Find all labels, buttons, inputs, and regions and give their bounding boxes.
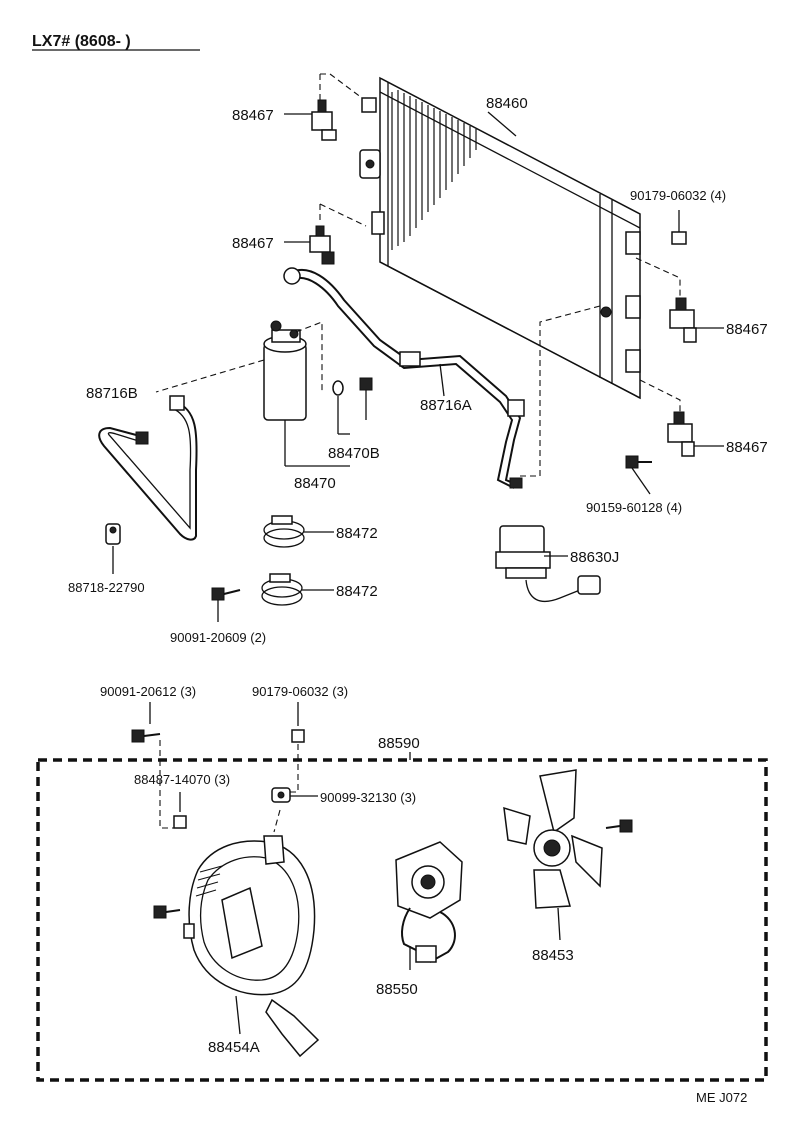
label-fan-assy: 88590: [378, 735, 420, 752]
leader-discharge-tube: [439, 363, 445, 397]
fan-blade-drawing: [503, 769, 633, 941]
label-receiver-plug: 88470B: [328, 445, 380, 462]
header-title: LX7# (8608- ): [32, 33, 131, 50]
label-shroud: 88454A: [208, 1039, 260, 1056]
label-clamp-upper: 88472: [336, 525, 378, 542]
discharge-tube-drawing: [283, 251, 601, 489]
label-discharge-tube: 88716A: [420, 397, 472, 414]
shroud-drawing: [153, 835, 320, 1058]
label-grommet: 90099-32130 (3): [320, 790, 416, 805]
label-nut-fan: 90179-06032 (3): [252, 684, 348, 699]
label-relay: 88630J: [570, 549, 619, 566]
receiver-drawing: [155, 320, 350, 467]
bolt-receiver-drawing: [211, 587, 241, 622]
bracket-d-drawing: [667, 411, 724, 457]
footer-code: ME J072: [696, 1090, 747, 1105]
clip-drawing: [105, 523, 121, 574]
label-bracket-a: 88467: [232, 107, 274, 124]
label-fan-motor: 88550: [376, 981, 418, 998]
condenser-core: [379, 76, 641, 400]
bolt-right-drawing: [625, 455, 652, 495]
bracket-b-drawing: [284, 203, 367, 253]
fan-assy-border: [36, 758, 768, 1082]
bolt-fan-a-drawing: [131, 702, 174, 829]
clamp-lower-drawing: [261, 573, 334, 606]
label-nut-top-right: 90179-06032 (4): [630, 188, 726, 203]
label-clip: 88718-22790: [68, 580, 145, 595]
label-bracket-b: 88467: [232, 235, 274, 252]
header-group: LX7# (8608- ): [32, 33, 200, 51]
receiver-plug-drawing: [332, 377, 373, 435]
relay-drawing: [495, 525, 601, 603]
label-bolt-fan-a: 90091-20612 (3): [100, 684, 196, 699]
bracket-a-drawing: [284, 73, 363, 141]
label-fan-blade: 88453: [532, 947, 574, 964]
label-bolt-receiver: 90091-20609 (2): [170, 630, 266, 645]
clamp-upper-drawing: [263, 515, 334, 548]
label-clamp-lower: 88472: [336, 583, 378, 600]
label-receiver: 88470: [294, 475, 336, 492]
liquid-tube-drawing: [98, 395, 198, 541]
label-liquid-tube: 88716B: [86, 385, 138, 402]
condenser-drawing: [359, 76, 641, 400]
fan-motor-drawing: [395, 841, 463, 970]
leader-condenser: [487, 111, 517, 137]
grommet-drawing: [271, 787, 318, 833]
label-condenser: 88460: [486, 95, 528, 112]
nut-fan-drawing: [280, 702, 305, 793]
label-stud: 88487-14070 (3): [134, 772, 230, 787]
bracket-c-drawing: [639, 297, 724, 412]
nut-top-right-drawing: [635, 210, 687, 300]
stud-drawing: [173, 792, 187, 829]
label-bracket-d: 88467: [726, 439, 768, 456]
label-bolt-right: 90159-60128 (4): [586, 500, 682, 515]
label-bracket-c: 88467: [726, 321, 768, 338]
